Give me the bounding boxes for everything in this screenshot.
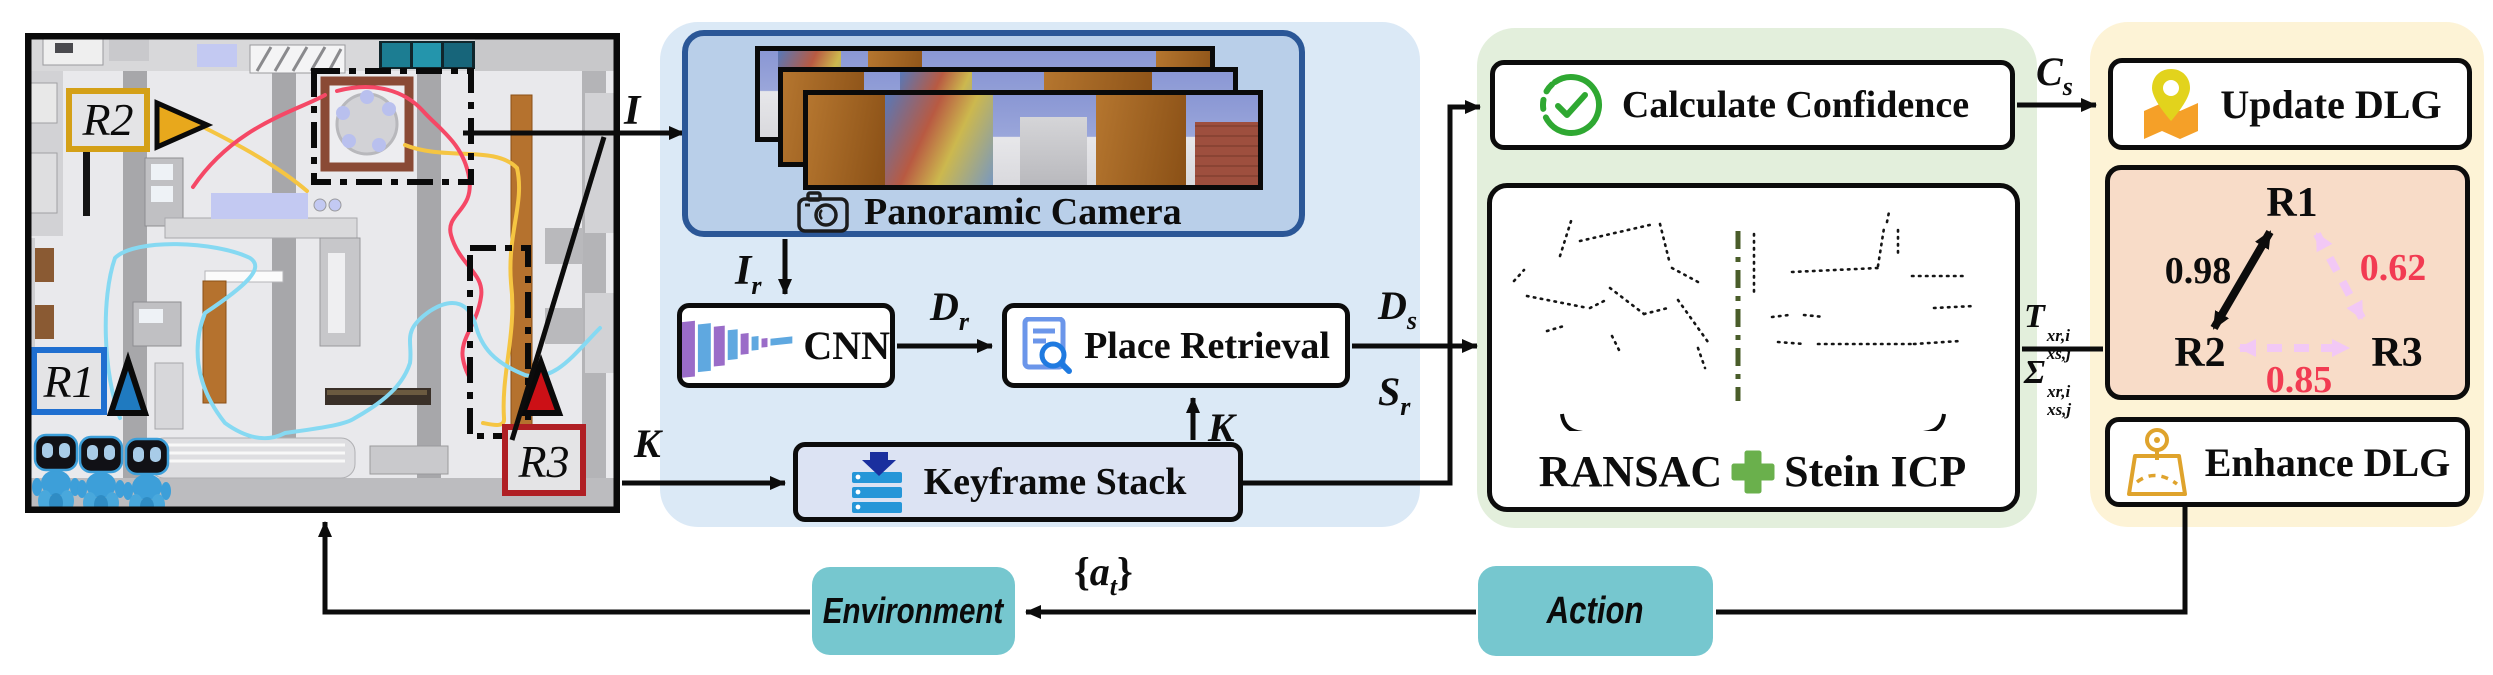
svg-text:R2: R2 [81,94,133,145]
line-stack-to-confidence [1243,100,1481,486]
trajectory-r3b [335,85,484,383]
panorama-image-1 [803,90,1263,190]
robot-label-r1: R1 [31,347,150,416]
place-retrieval-label: Place Retrieval [1084,324,1330,367]
cnn-layers-icon [682,320,793,378]
graph-node-r2: R2 [2174,330,2225,376]
panoramic-camera-label: Panoramic Camera [864,191,1182,233]
stein-icp-label: Stein ICP [1784,447,1967,496]
robot-label-r3: R3 [502,354,586,496]
environment-label: Environment [823,590,1004,631]
calculate-confidence-label: Calculate Confidence [1621,84,1970,126]
environment-map: R2 R1 R3 [25,33,620,513]
graph-weight-r2r3: 0.85 [2266,359,2333,395]
r2-pose-marker [154,99,214,151]
label-Sr: Sr [1378,369,1411,421]
update-dlg-label: Update DLG [2220,81,2442,127]
label-action-set: {at} [1074,549,1133,601]
dlg-graph-box: R1 R2 R3 0.98 0.62 0.85 [2105,165,2470,400]
action-label: Action [1547,589,1644,632]
trajectory-r2b [403,143,522,427]
update-dlg-box: Update DLG [2108,58,2472,150]
panoramic-camera-box: Panoramic Camera [682,30,1305,237]
label-K-stack: K [1208,405,1235,450]
r1-pose-marker [106,351,150,416]
cnn-label: CNN [803,323,890,368]
keyframe-stack-box: Keyframe Stack [793,442,1243,522]
trajectory-r2 [203,126,309,193]
svg-text:R3: R3 [517,436,569,487]
enhance-dlg-label: Enhance DLG [2204,439,2451,485]
cnn-box: CNN [677,303,895,388]
svg-text:R1: R1 [42,356,94,407]
document-search-icon [1022,316,1073,374]
graph-weight-r1r3: 0.62 [2360,247,2427,289]
underbrace [1560,413,1946,431]
line-enhance-to-action [1716,505,2188,615]
place-retrieval-box: Place Retrieval [1002,303,1350,388]
camera-region-1 [311,68,474,185]
graph-node-r3: R3 [2371,330,2422,376]
plus-icon [1731,450,1775,493]
calculate-confidence-box: Calculate Confidence [1490,60,2015,150]
arrow-env-to-map [318,521,810,615]
robot-label-r2: R2 [66,88,214,152]
environment-box: Environment [812,567,1015,655]
keyframe-stack-label: Keyframe Stack [923,461,1187,503]
label-K-map: K [634,421,661,466]
stack-download-icon [851,452,902,513]
edge-r1-r2 [2210,229,2274,331]
ransac-label: RANSAC [1538,447,1723,496]
label-Dr: Dr [930,284,970,336]
scan-matching-pointcloud [1512,210,1976,431]
edge-r1-r3 [2313,232,2366,320]
enhance-dlg-box: Enhance DLG [2105,417,2470,507]
action-box: Action [1478,566,1713,656]
label-image-I: I [624,88,641,134]
r3-pose-marker [518,354,564,416]
camera-region-2 [467,245,531,439]
graph-weight-r1r2: 0.98 [2165,250,2232,292]
camera-icon [797,191,849,233]
map-route-icon [2126,428,2187,496]
trajectory-r3 [191,93,327,189]
label-Ds: Ds [1378,283,1418,335]
label-Cs: Cs [2036,49,2073,101]
trajectory-r1 [103,242,602,441]
ransac-stein-icp-box: RANSAC Stein ICP [1487,183,2020,512]
label-Ir: Ir [735,248,762,300]
check-circle-icon [1539,74,1602,136]
map-pin-icon [2144,69,2199,139]
line-region-link [509,136,607,441]
graph-node-r1: R1 [2266,180,2317,226]
